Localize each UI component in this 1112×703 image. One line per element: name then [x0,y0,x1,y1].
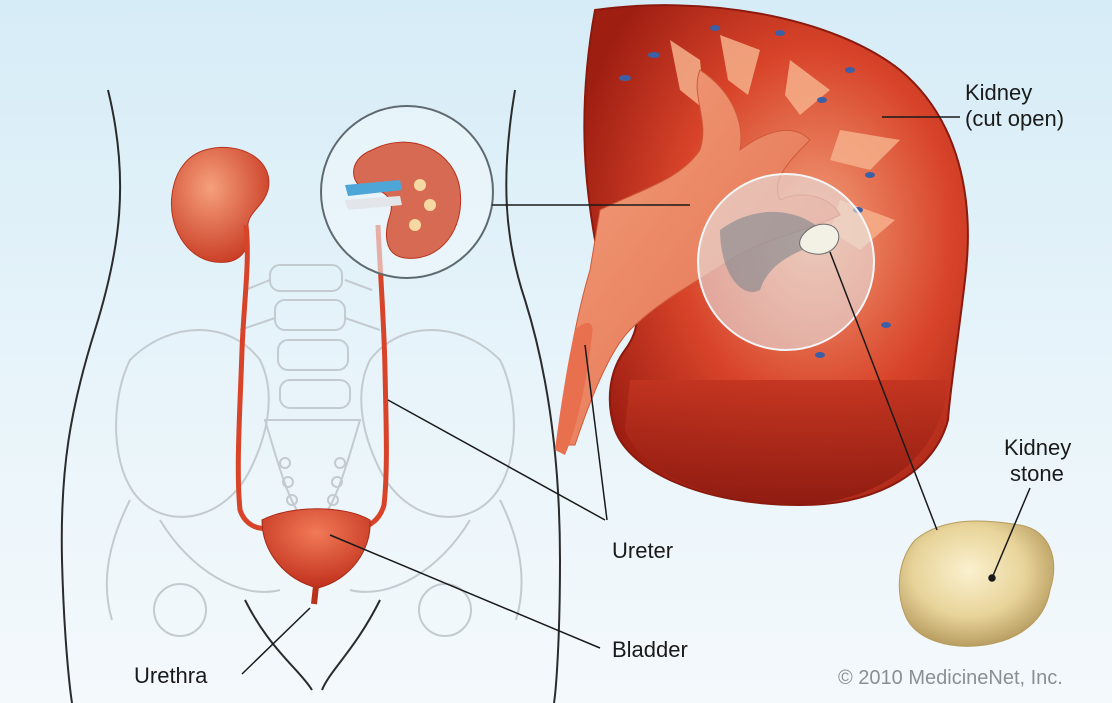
kidney-stone-line1: Kidney [1004,435,1071,461]
magnified-kidney-inset [321,106,493,278]
kidney-cut-open-line2: (cut open) [965,106,1064,132]
kidney-cut-open-line1: Kidney [965,80,1064,106]
bladder-label: Bladder [612,637,688,663]
cut-open-kidney [555,5,968,505]
bladder [262,509,370,588]
urethra [314,586,316,604]
kidney-cut-open-label: Kidney (cut open) [965,80,1064,132]
urethra-label: Urethra [134,663,207,689]
copyright-notice: © 2010 MedicineNet, Inc. [838,667,1063,690]
kidney-stone-line2: stone [1004,461,1071,487]
kidney-stone [899,521,1053,646]
ureter-label: Ureter [612,538,673,564]
kidney-stone-label: Kidney stone [1004,435,1071,487]
left-kidney [171,147,268,262]
stone-magnifier [698,174,874,350]
